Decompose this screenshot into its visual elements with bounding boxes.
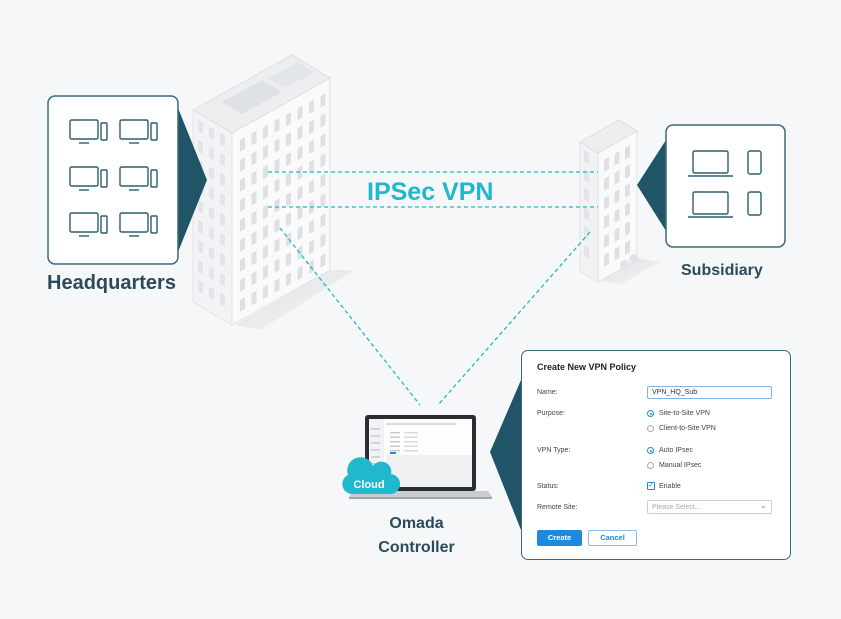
hq-windows xyxy=(198,93,326,312)
hq-panel-pointer xyxy=(178,108,207,252)
desktop-monitor-icon xyxy=(119,166,158,191)
cancel-button[interactable]: Cancel xyxy=(588,530,637,546)
headquarters-building-icon xyxy=(191,54,355,330)
cloud-badge-label: Cloud xyxy=(353,479,385,491)
vpn-type-manual-ipsec-label: Manual IPsec xyxy=(659,462,702,469)
form-panel-pointer xyxy=(490,380,521,530)
laptop-icon xyxy=(688,191,733,218)
vpn-links xyxy=(268,171,598,406)
subsidiary-building-icon xyxy=(579,119,660,285)
desktop-monitor-icon xyxy=(119,212,158,237)
phone-icon xyxy=(747,150,762,175)
hq-device-panel xyxy=(47,95,207,265)
purpose-client-to-site-label: Client-to-Site VPN xyxy=(659,425,716,432)
vpn-type-label: VPN Type: xyxy=(537,447,571,454)
subsidiary-panel-pointer xyxy=(637,140,666,231)
vpn-type-manual-ipsec-radio[interactable] xyxy=(647,462,654,469)
headquarters-label: Headquarters xyxy=(47,272,176,294)
form-title: Create New VPN Policy xyxy=(537,362,637,372)
remote-site-select[interactable]: Please Select... xyxy=(647,500,772,514)
omada-label-line1: Omada xyxy=(389,515,444,532)
create-button[interactable]: Create xyxy=(537,530,582,546)
status-label: Status: xyxy=(537,483,559,490)
desktop-monitor-icon xyxy=(69,119,108,144)
cloud-icon xyxy=(342,457,401,495)
ipsec-vpn-label: IPSec VPN xyxy=(367,178,494,206)
omada-label-line2: Controller xyxy=(378,539,455,556)
desktop-monitor-icon xyxy=(119,119,158,144)
name-label: Name: xyxy=(537,389,558,396)
subsidiary-device-panel xyxy=(637,124,786,248)
subsidiary-label: Subsidiary xyxy=(681,262,763,279)
desktop-monitor-icon xyxy=(69,212,108,237)
phone-icon xyxy=(747,191,762,216)
desktop-monitor-icon xyxy=(69,166,108,191)
status-enable-label: Enable xyxy=(659,483,681,490)
omada-controller-label: Omada Controller xyxy=(364,512,469,560)
hq-desktop-monitors xyxy=(69,119,158,237)
vpn-type-auto-ipsec-radio[interactable] xyxy=(647,447,654,454)
vpn-type-auto-ipsec-label: Auto IPsec xyxy=(659,447,693,454)
subsidiary-windows xyxy=(584,145,630,267)
status-enable-checkbox[interactable]: ✓ xyxy=(647,482,655,490)
purpose-client-to-site-radio[interactable] xyxy=(647,425,654,432)
purpose-site-to-site-label: Site-to-Site VPN xyxy=(659,410,710,417)
purpose-label: Purpose: xyxy=(537,410,566,417)
subsidiary-controller-link xyxy=(437,231,591,406)
hq-controller-link xyxy=(279,227,421,406)
create-vpn-policy-form: Create New VPN Policy Name: VPN_HQ_Sub P… xyxy=(521,350,791,560)
name-input[interactable]: VPN_HQ_Sub xyxy=(647,386,772,399)
purpose-site-to-site-radio[interactable] xyxy=(647,410,654,417)
laptop-screen-content xyxy=(371,428,418,472)
remote-site-label: Remote Site: xyxy=(537,504,578,511)
laptop-icon xyxy=(688,150,733,177)
